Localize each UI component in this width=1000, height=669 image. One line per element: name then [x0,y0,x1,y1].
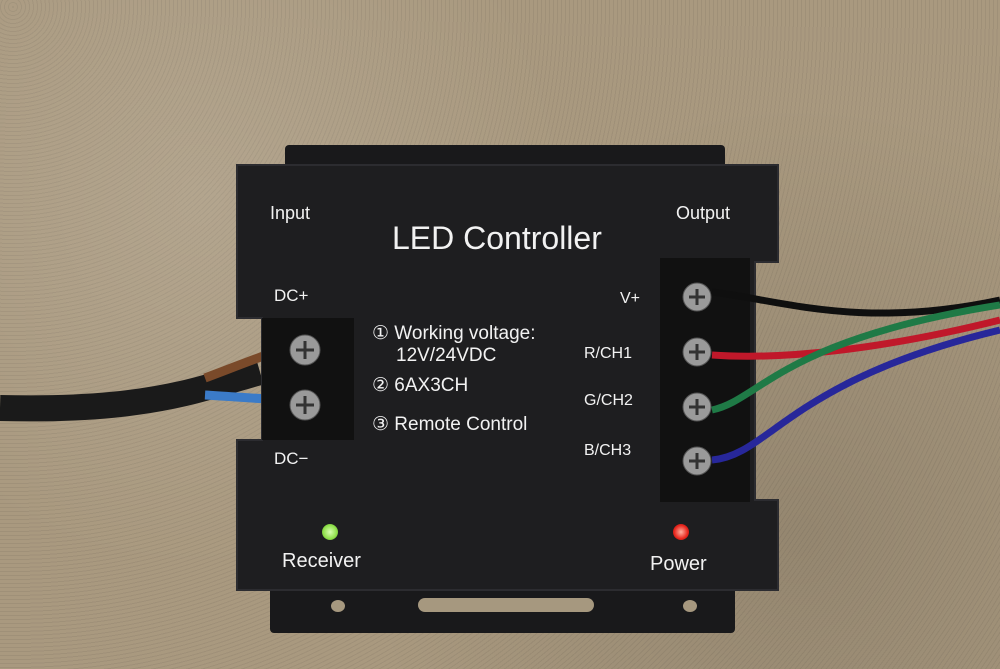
mount-hole [331,600,345,612]
blue-output-wire [711,326,1000,464]
red-wire [711,316,1000,360]
output-label: Output [676,203,731,223]
spec-line: ② 6AX3CH [372,375,469,396]
mount-hole [683,600,697,612]
green-wire [711,301,1000,414]
power-label: Power [650,553,707,575]
channel-label-r: R/CH1 [584,345,633,362]
receiver-led-icon [322,524,338,540]
mount-slot [418,598,594,612]
receiver-label: Receiver [282,550,361,572]
channel-label-v: V+ [620,290,641,307]
device-title: LED Controller [392,220,602,256]
black-wire [711,288,1000,317]
spec-line: 12V/24VDC [396,345,497,366]
power-led-icon [673,524,689,540]
spec-line: ① Working voltage: [372,323,536,344]
input-label: Input [270,203,311,223]
dc-plus-label: DC+ [274,286,309,305]
channel-label-g: G/CH2 [584,392,633,409]
spec-line: ③ Remote Control [372,414,528,435]
input-cable [0,359,264,422]
dc-minus-label: DC− [274,449,309,468]
channel-label-b: B/CH3 [584,442,632,459]
